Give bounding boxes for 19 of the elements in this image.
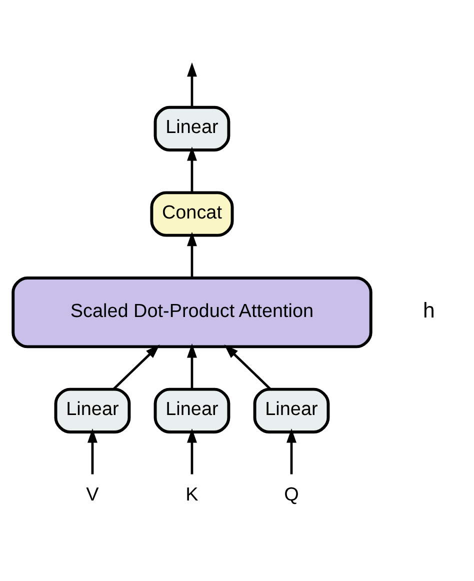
arrow xyxy=(187,342,197,389)
label: h xyxy=(422,298,435,322)
arrow xyxy=(87,428,98,474)
node-text: K xyxy=(186,484,198,505)
arrow xyxy=(286,428,296,474)
arrow xyxy=(187,428,197,474)
node-box: Linear xyxy=(54,387,131,433)
arrow xyxy=(224,344,272,390)
node-text: V xyxy=(86,484,99,505)
arrow xyxy=(112,344,160,390)
node-box: Linear xyxy=(154,387,230,433)
node-box: Scaled Dot-Product Attention xyxy=(12,276,372,348)
node-box: Linear xyxy=(253,387,330,433)
node-box: Linear xyxy=(154,105,230,151)
node-text: Q xyxy=(284,484,299,505)
arrow xyxy=(187,231,197,278)
arrow xyxy=(187,62,197,107)
node-box: Concat xyxy=(150,190,234,236)
arrow xyxy=(187,146,197,192)
